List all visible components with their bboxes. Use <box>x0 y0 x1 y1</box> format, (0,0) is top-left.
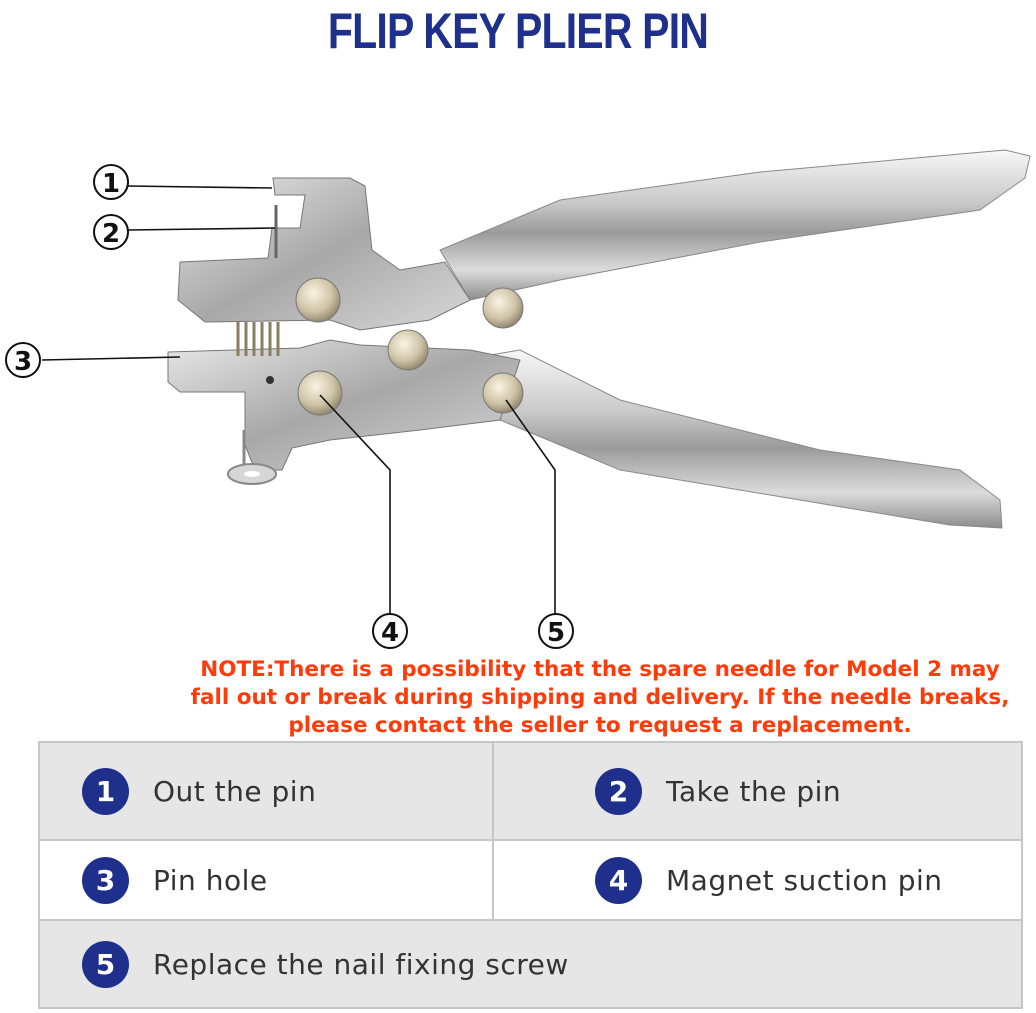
screw <box>297 370 343 416</box>
legend-table: 1 Out the pin 2 Take the pin 3 Pin hole … <box>38 741 1023 1009</box>
legend-item-out-the-pin: 1 Out the pin <box>40 743 492 839</box>
upper-jaw <box>177 177 471 331</box>
callout-5: 5 <box>538 613 574 649</box>
shipping-note: NOTE:There is a possibility that the spa… <box>150 656 1036 740</box>
note-line-1: NOTE:There is a possibility that the spa… <box>200 657 1000 682</box>
plier-diagram: 1 2 3 4 5 <box>5 149 1031 649</box>
legend-label: Out the pin <box>153 774 317 808</box>
svg-text:4: 4 <box>381 618 399 648</box>
legend-label: Magnet suction pin <box>666 863 943 897</box>
upper-handle <box>439 149 1031 301</box>
legend-item-pin-hole: 3 Pin hole <box>40 839 492 919</box>
lower-jaw <box>167 339 521 471</box>
svg-text:5: 5 <box>547 618 565 648</box>
screw <box>387 329 429 371</box>
legend-number-badge: 3 <box>82 856 129 904</box>
legend-number-badge: 1 <box>82 767 129 815</box>
legend-label: Replace the nail fixing screw <box>153 947 569 981</box>
legend-number-badge: 2 <box>595 767 642 815</box>
legend-label: Take the pin <box>666 774 842 808</box>
legend-item-magnet-suction-pin: 4 Magnet suction pin <box>492 839 1021 919</box>
callout-3: 3 <box>5 342 41 378</box>
screw <box>482 372 524 414</box>
note-line-2: fall out or break during shipping and de… <box>190 685 1010 710</box>
callout-4: 4 <box>372 613 408 649</box>
svg-text:2: 2 <box>102 219 120 249</box>
legend-number-badge: 5 <box>82 940 129 988</box>
svg-text:3: 3 <box>14 347 32 377</box>
springs <box>236 322 280 356</box>
legend-label: Pin hole <box>153 863 268 897</box>
callout-2: 2 <box>93 214 129 250</box>
legend-item-replace-screw: 5 Replace the nail fixing screw <box>40 919 1021 1007</box>
screw <box>295 277 341 323</box>
svg-text:1: 1 <box>102 169 120 199</box>
lower-handle <box>459 349 1003 529</box>
callout-1: 1 <box>93 164 129 200</box>
note-line-3: please contact the seller to request a r… <box>288 713 912 738</box>
legend-item-take-the-pin: 2 Take the pin <box>492 743 1021 839</box>
screw <box>482 287 524 329</box>
legend-number-badge: 4 <box>595 856 642 904</box>
page-title: FLIP KEY PLIER PIN <box>327 3 709 59</box>
